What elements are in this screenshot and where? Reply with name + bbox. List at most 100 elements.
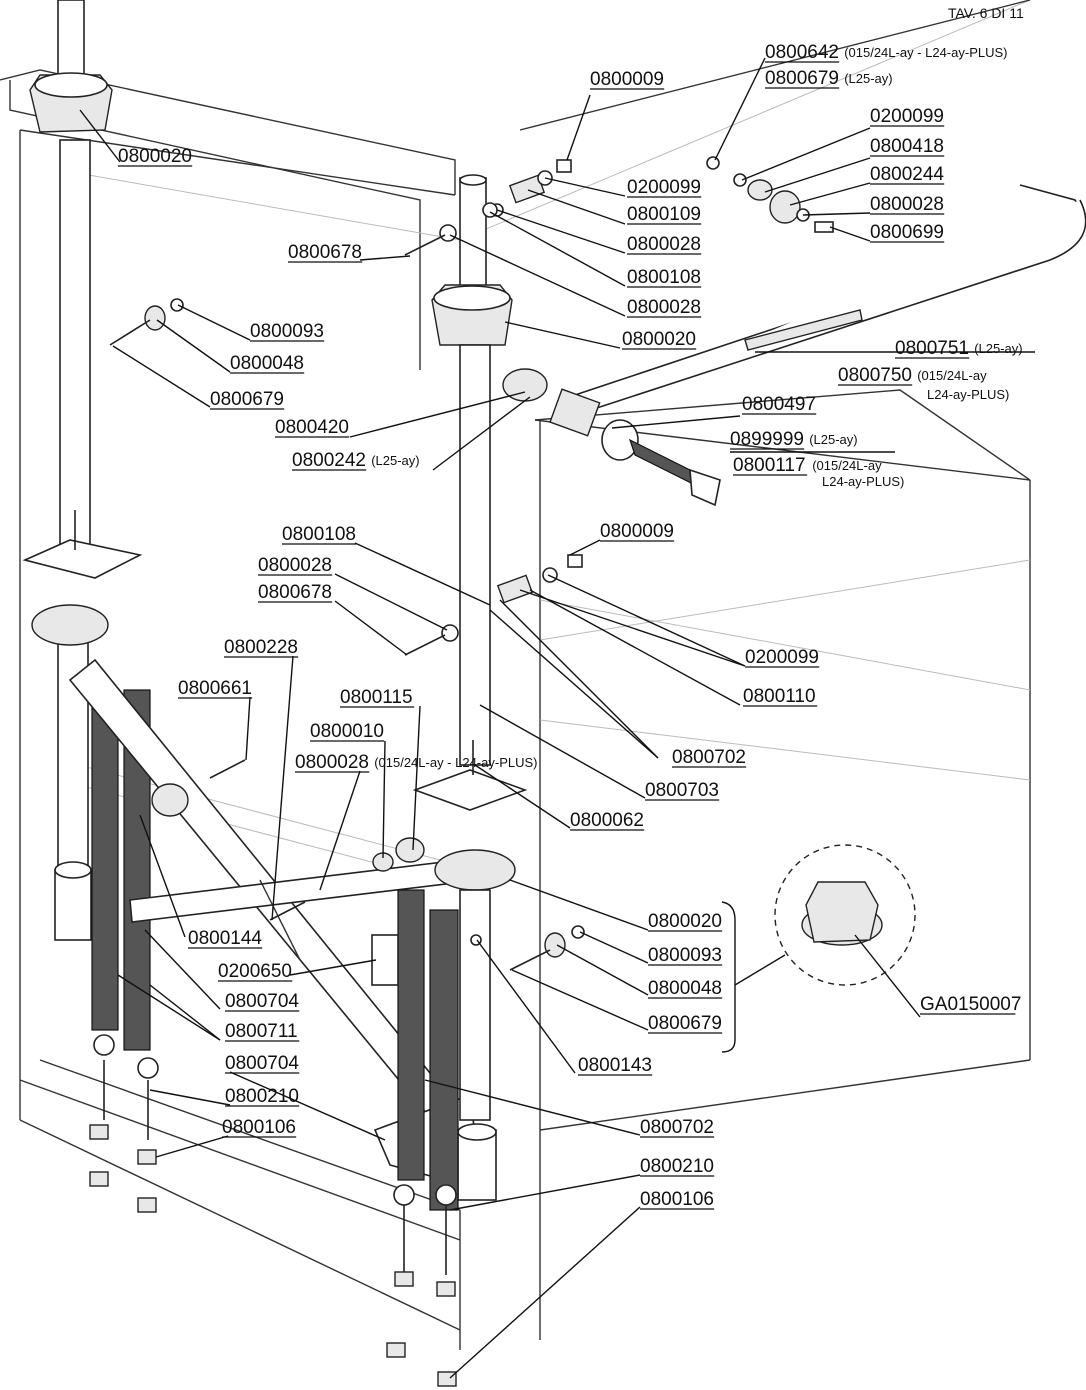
part-callout: 0800210: [640, 1156, 715, 1177]
part-callout: 0800108: [627, 267, 702, 288]
part-code: 0800497: [742, 394, 816, 415]
part-callout: 0800010: [310, 721, 385, 742]
part-code: 0200650: [218, 961, 292, 982]
part-callout: 0200099: [627, 177, 702, 198]
part-variant-note: (L25-ay): [974, 341, 1022, 356]
part-callout: 0800679: [648, 1013, 723, 1034]
part-code: 0800210: [640, 1156, 714, 1177]
part-code: 0800711: [225, 1021, 298, 1042]
part-code: 0800009: [600, 521, 674, 542]
part-code: 0800115: [340, 687, 413, 708]
part-code: 0800108: [627, 267, 701, 288]
part-callout: 0800110: [743, 686, 818, 707]
part-callout: 0800048: [648, 978, 723, 999]
part-code: 0800093: [250, 321, 324, 342]
part-code: 0800028: [870, 194, 944, 215]
part-code: 0800418: [870, 136, 944, 157]
part-code: 0800678: [288, 242, 362, 263]
part-callout: 0800028: [258, 555, 333, 576]
part-code: 0800048: [648, 978, 722, 999]
part-callout: 0800418: [870, 136, 945, 157]
part-callout: 0800750(015/24L-ay: [838, 365, 987, 386]
part-callout: 0800117 (015/24L-ay: [733, 455, 882, 476]
part-code: 0800750: [838, 365, 912, 386]
part-callout: 0800108: [282, 524, 357, 545]
part-callout: 0800751 (L25-ay): [895, 338, 1023, 359]
part-callout: 0200099: [745, 647, 820, 668]
part-callout: 0800048: [230, 353, 305, 374]
part-callout: 0200099: [870, 106, 945, 127]
central-springs: [386, 889, 459, 1387]
part-callout: 0800228: [224, 637, 299, 658]
handle-bar: [502, 184, 1086, 507]
part-code: 0800117: [733, 455, 806, 476]
part-code: 0800020: [118, 146, 192, 167]
part-code: 0200099: [627, 177, 701, 198]
part-code: 0800020: [648, 911, 722, 932]
part-variant-note: L24-ay-PLUS): [822, 474, 904, 489]
part-callout: L24-ay-PLUS): [927, 387, 1009, 402]
part-callout: 0800642 (015/24L-ay - L24-ay-PLUS): [765, 42, 1008, 63]
part-callout: 0800028: [627, 297, 702, 318]
part-code: 0800642: [765, 42, 839, 63]
part-variant-note: (015/24L-ay - L24-ay-PLUS): [844, 45, 1007, 60]
part-code: 0800210: [225, 1086, 299, 1107]
part-code: 0800028: [627, 234, 701, 255]
group-bracket: [721, 901, 786, 1053]
part-callouts: 0800642 (015/24L-ay - L24-ay-PLUS) 0800679…: [118, 42, 1023, 1210]
part-callout: 0800244: [870, 164, 944, 185]
leader-lines: [79, 57, 1035, 1379]
part-code: 0800228: [224, 637, 298, 658]
part-callout: 0800702: [672, 747, 747, 768]
part-callout: 0800009: [590, 69, 665, 90]
part-code: 0899999: [730, 429, 804, 450]
part-callout: 0800062: [570, 810, 645, 831]
part-variant-note: (015/24L-ay - L24-ay-PLUS): [374, 755, 537, 770]
part-callout: 0800679(L25-ay): [765, 68, 893, 89]
part-variant-note: (015/24L-ay: [812, 458, 882, 473]
part-callout: 0800028 (015/24L-ay - L24-ay-PLUS): [295, 752, 538, 773]
part-code: 0800110: [743, 686, 816, 707]
part-callout: 0800678: [288, 242, 363, 263]
part-code: 0800244: [870, 164, 944, 185]
part-variant-note: (L25-ay): [809, 432, 857, 447]
part-callout: 0800210: [225, 1086, 300, 1107]
part-code: 0800020: [622, 329, 696, 350]
part-variant-note: (L25-ay): [371, 453, 419, 468]
part-callout: 0800679: [210, 389, 285, 410]
part-callout: GA0150007: [920, 994, 1021, 1015]
part-code: 0200099: [870, 106, 944, 127]
part-code: 0800679: [648, 1013, 722, 1034]
part-code: 0800010: [310, 721, 384, 742]
part-variant-note: (L25-ay): [844, 71, 892, 86]
part-code: 0800704: [225, 1053, 299, 1074]
part-code: 0800144: [188, 928, 262, 949]
part-callout: 0800093: [648, 945, 723, 966]
part-callout: L24-ay-PLUS): [822, 474, 904, 489]
part-callout: 0800028: [870, 194, 945, 215]
part-callout: 0800115: [340, 687, 415, 708]
part-callout: 0800020: [648, 911, 723, 932]
part-code: 0800062: [570, 810, 644, 831]
detail-circle: [774, 844, 916, 986]
small-hardware: [74, 156, 834, 986]
part-callout: 0800704: [225, 1053, 299, 1074]
part-code: 0800702: [640, 1117, 714, 1138]
part-callout: 0800020: [118, 146, 193, 167]
part-code: 0800048: [230, 353, 304, 374]
part-code: 0800093: [648, 945, 722, 966]
part-callout: 0800028: [627, 234, 702, 255]
part-code: 0800751: [895, 338, 969, 359]
part-code: 0800028: [258, 555, 332, 576]
part-callout: 0800703: [645, 780, 720, 801]
part-code: 0800028: [295, 752, 369, 773]
part-code: 0800009: [590, 69, 664, 90]
part-code: 0800106: [640, 1189, 714, 1210]
part-code: 0800106: [222, 1117, 296, 1138]
part-code: 0800109: [627, 204, 701, 225]
part-code: 0800028: [627, 297, 701, 318]
part-callout: 0800702: [640, 1117, 715, 1138]
part-callout: 0800678: [258, 582, 333, 603]
left-column-assembly: [22, 0, 143, 941]
